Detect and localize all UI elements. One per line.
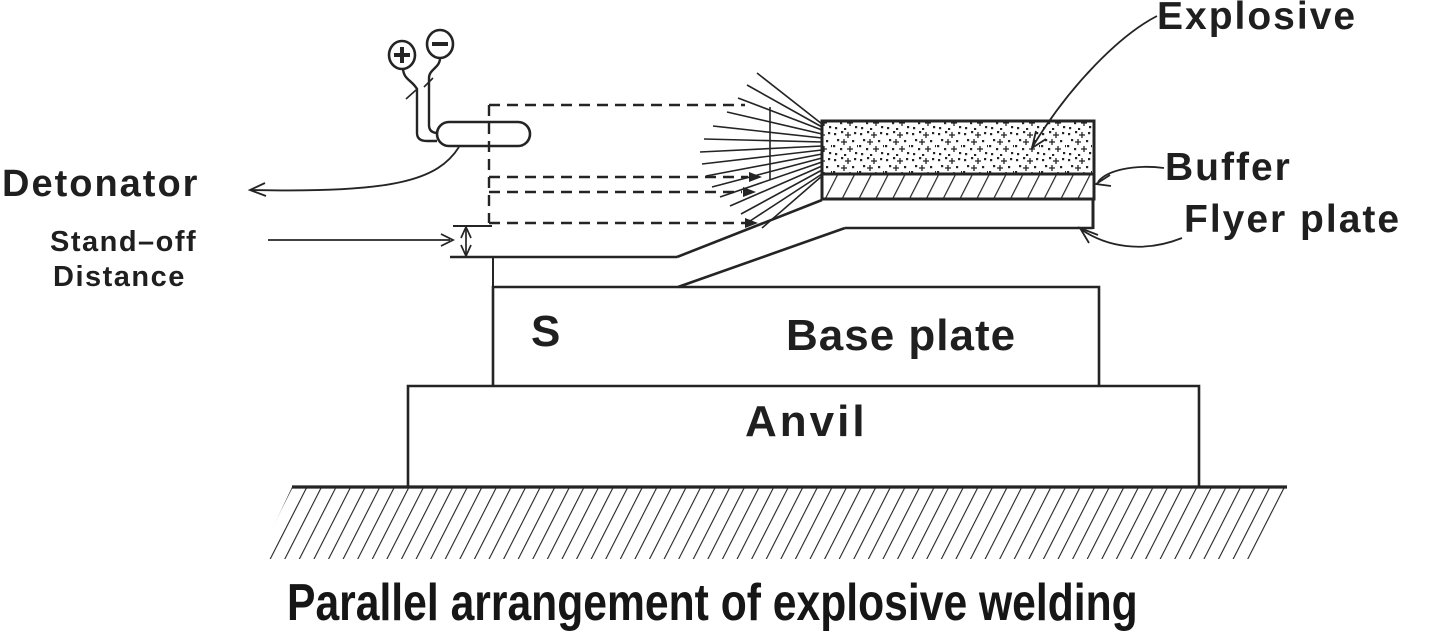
standoff-leader-arrow <box>268 233 456 247</box>
plus-icon <box>394 47 410 63</box>
anvil-label: Anvil <box>745 397 868 446</box>
buffer-block <box>820 172 1096 201</box>
explosive-block <box>820 119 1096 176</box>
buffer-label: Buffer <box>1165 146 1292 189</box>
plus-terminal <box>387 39 417 71</box>
gap-s-label: S <box>531 307 562 356</box>
flyer-plate-shape <box>450 198 1095 289</box>
base-plate-block <box>491 285 1101 386</box>
standoff-double-arrow <box>460 224 472 259</box>
explosive-leader <box>1030 15 1158 150</box>
detonation-direction-arrowheads <box>743 172 762 228</box>
flyer-plate-leader <box>1077 226 1183 248</box>
minus-terminal <box>425 28 455 60</box>
anvil-block <box>406 384 1201 487</box>
detonator-wires <box>401 57 442 143</box>
standoff-label: Stand–off <box>50 226 198 258</box>
distance-label: Distance <box>53 261 186 293</box>
detonator-label: Detonator <box>2 163 200 205</box>
buffer-leader <box>1093 165 1165 187</box>
ground-hatching <box>258 485 1287 559</box>
detonation-fan <box>699 72 823 229</box>
detonator-assembly <box>387 28 532 148</box>
explosive-label: Explosive <box>1157 0 1358 38</box>
caption-title: Parallel arrangement of explosive weldin… <box>287 574 1138 632</box>
initial-position-dashed-outline <box>487 103 748 225</box>
base-plate-label: Base plate <box>786 311 1017 360</box>
detonator-capsule <box>435 120 532 148</box>
detonator-leader <box>247 146 460 197</box>
flyer-plate-label: Flyer plate <box>1184 198 1402 241</box>
